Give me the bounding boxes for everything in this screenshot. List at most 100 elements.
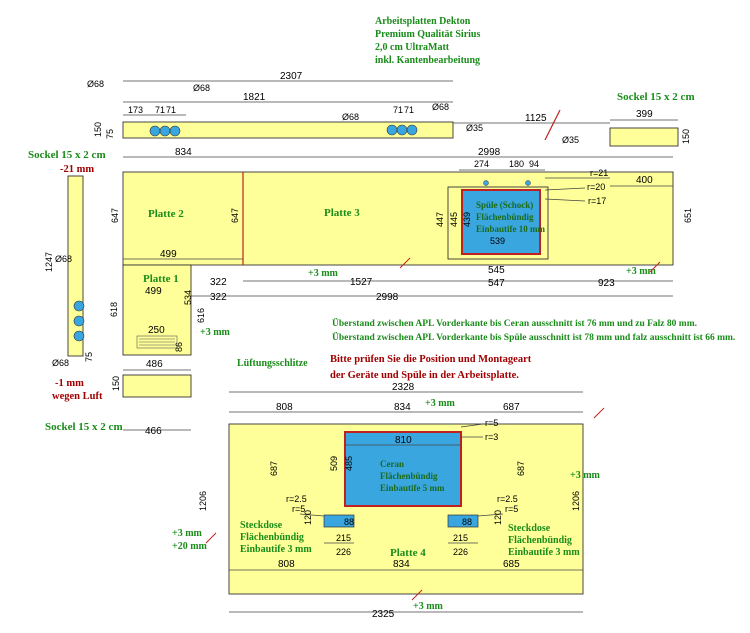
dim-651: 651 [683, 208, 693, 223]
dim-88-left: 88 [344, 517, 354, 527]
steckdose-right-cutout [447, 514, 479, 528]
dim-534: 534 [183, 290, 193, 305]
platte-1-label: Platte 1 [143, 273, 179, 285]
radius-25-right: r=2.5 [497, 494, 518, 504]
dim-810: 810 [395, 435, 412, 446]
minus21-label: -21 mm [60, 164, 94, 175]
dim-1206-left: 1206 [198, 491, 208, 511]
dim-616: 616 [196, 308, 206, 323]
dim-d35-a: Ø35 [466, 123, 483, 133]
dim-d68-1: Ø68 [87, 79, 104, 89]
sockel-label-bottom: Sockel 15 x 2 cm [45, 421, 123, 433]
dim-2328: 2328 [392, 382, 415, 393]
dim-d68-4: Ø68 [432, 102, 449, 112]
dim-923: 923 [598, 278, 615, 289]
dim-180: 180 [509, 159, 524, 169]
minus1-label: -1 mm [55, 378, 84, 389]
header-line-3: 2,0 cm UltraMatt [375, 42, 450, 53]
dim-71-b: 71 [166, 105, 176, 115]
dim-86: 86 [174, 342, 184, 352]
dim-150-a: 150 [93, 122, 103, 137]
dim-d68-6: Ø68 [52, 358, 69, 368]
radius-25-left: r=2.5 [286, 494, 307, 504]
dim-215-right: 215 [453, 533, 468, 543]
dim-834-top: 834 [394, 402, 411, 413]
radius-3-ceran: r=3 [485, 432, 498, 442]
dim-1206-right: 1206 [571, 491, 581, 511]
dim-808-top: 808 [276, 402, 293, 413]
radius-5-right: r=5 [505, 504, 518, 514]
dim-150-b: 150 [681, 129, 691, 144]
plus3-platte4-top: +3 mm [425, 398, 456, 409]
dim-808-bottom: 808 [278, 559, 295, 570]
dim-445: 445 [449, 212, 459, 227]
dim-226-left: 226 [336, 547, 351, 557]
dim-d68-2: Ø68 [193, 83, 210, 93]
wegen-luft-label: wegen Luft [52, 391, 103, 402]
plus3-platte1: +3 mm [200, 327, 231, 338]
ceran-text-3: Einbautife 5 mm [380, 483, 445, 493]
dim-539: 539 [490, 236, 505, 246]
sockel-label-top-right: Sockel 15 x 2 cm [617, 91, 695, 103]
dim-150-c: 150 [111, 376, 121, 391]
dim-486: 486 [146, 359, 163, 370]
platte-3-label: Platte 3 [324, 207, 360, 219]
outlet-holes-left [149, 125, 181, 137]
sink-text-2: Flächenbündig [476, 212, 534, 222]
dim-2325: 2325 [372, 609, 395, 620]
dim-2307: 2307 [280, 71, 303, 82]
dim-250: 250 [148, 325, 165, 336]
plus3-main: +3 mm [308, 268, 339, 279]
plus3-right: +3 mm [626, 266, 657, 277]
dim-509: 509 [329, 456, 339, 471]
platte-2-label: Platte 2 [148, 208, 184, 220]
platte-2 [122, 171, 244, 266]
dim-88-right: 88 [462, 517, 472, 527]
dim-447: 447 [435, 212, 445, 227]
dim-173: 173 [128, 105, 143, 115]
dim-618: 618 [109, 302, 119, 317]
steckdose-left-2: Flächenbündig [240, 532, 304, 543]
dim-2998-top: 2998 [478, 147, 501, 158]
dim-215-left: 215 [336, 533, 351, 543]
dim-834: 834 [175, 147, 192, 158]
warning-2: der Geräte und Spüle in der Arbeitsplatt… [330, 370, 519, 381]
dim-685: 685 [503, 559, 520, 570]
steckdose-right-3: Einbautife 3 mm [508, 547, 580, 558]
dim-834-bottom: 834 [393, 559, 410, 570]
warning-1: Bitte prüfen Sie die Position und Montag… [330, 354, 532, 365]
header-line-4: inkl. Kantenbearbeitung [375, 55, 480, 66]
dim-499-a: 499 [160, 249, 177, 260]
dim-499-b: 499 [145, 286, 162, 297]
sockel-piece [122, 374, 192, 398]
dim-226-right: 226 [453, 547, 468, 557]
radius-5-left: r=5 [292, 504, 305, 514]
top-sockel-strip [122, 121, 679, 147]
dim-1527: 1527 [350, 277, 373, 288]
dim-1247: 1247 [44, 252, 54, 272]
dim-647-b: 647 [230, 208, 240, 223]
steckdose-left-cutout [323, 514, 355, 528]
dim-439: 439 [462, 212, 472, 227]
radius-20: r=20 [587, 182, 605, 192]
sink-text-3: Einbautife 10 mm [476, 224, 546, 234]
dim-120-right: 120 [493, 510, 503, 525]
dim-687-left: 687 [269, 461, 279, 476]
sink-text-1: Spüle (Schock) [476, 200, 533, 210]
dim-d68-3: Ø68 [342, 112, 359, 122]
steckdose-right-2: Flächenbündig [508, 535, 572, 546]
dim-75-a: 75 [105, 129, 115, 139]
platte-4-label: Platte 4 [390, 547, 426, 559]
steckdose-right-1: Steckdose [508, 523, 551, 534]
dim-485: 485 [344, 456, 354, 471]
dim-71-a: 71 [155, 105, 165, 115]
plus20-platte4-left: +20 mm [172, 541, 208, 552]
outlet-holes-right [386, 124, 418, 136]
dim-647-a: 647 [110, 208, 120, 223]
dim-545: 545 [488, 265, 505, 276]
dim-687-top: 687 [503, 402, 520, 413]
dim-687-right: 687 [516, 461, 526, 476]
radius-17: r=17 [588, 196, 606, 206]
radius-21: r=21 [590, 168, 608, 178]
